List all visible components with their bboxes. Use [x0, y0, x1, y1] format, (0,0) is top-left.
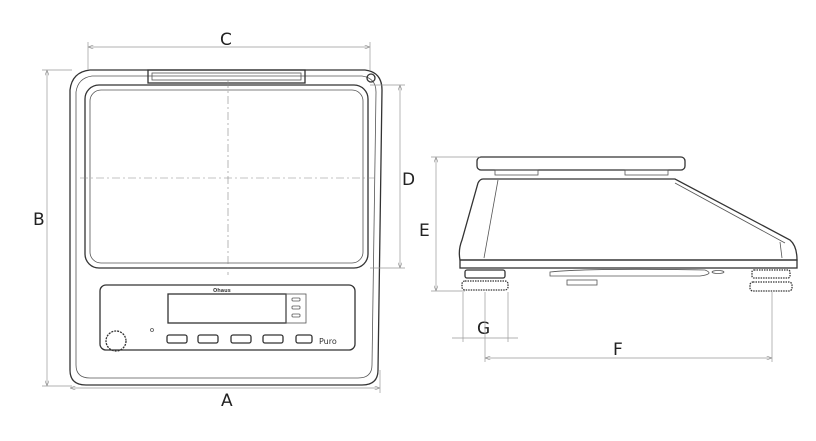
dimension-C: C — [87, 30, 371, 70]
dimension-label-a: A — [221, 391, 233, 411]
dimension-label-e: E — [419, 221, 430, 241]
front-body-inner — [75, 75, 377, 379]
button-zero[interactable] — [166, 334, 188, 344]
dimension-D: D — [370, 84, 415, 269]
control-panel — [99, 284, 356, 351]
display-screen — [167, 293, 287, 324]
dimension-label-f: F — [613, 340, 623, 360]
weighing-platform — [84, 84, 369, 269]
dimension-label-c: C — [220, 30, 232, 50]
dimension-B: B — [33, 69, 72, 387]
led-indicator — [150, 328, 154, 332]
power-knob-icon — [105, 330, 127, 352]
dimension-A: A — [70, 370, 381, 411]
model-label: Puro — [319, 337, 337, 346]
side-body — [458, 178, 798, 261]
side-pan — [476, 156, 686, 171]
dimension-label-g: G — [477, 319, 490, 339]
dimension-F: F — [484, 292, 773, 362]
dimension-label-d: D — [402, 170, 415, 190]
button-tare[interactable] — [197, 334, 219, 344]
foot-right — [749, 269, 793, 292]
brand-logo: Ohaus — [213, 288, 231, 294]
dimension-E: E — [419, 156, 480, 292]
button-function[interactable] — [262, 334, 284, 344]
indicator-panel — [285, 293, 307, 324]
side-view — [458, 156, 798, 292]
front-body-outline — [69, 69, 383, 386]
side-base — [459, 259, 798, 269]
level-indicator-icon — [366, 73, 376, 83]
handle-bar — [147, 69, 306, 84]
dimension-label-b: B — [33, 210, 45, 230]
front-view: Ohaus Puro — [69, 69, 383, 386]
button-mode[interactable] — [230, 334, 252, 344]
foot-left — [461, 269, 509, 291]
button-print[interactable] — [295, 334, 313, 344]
